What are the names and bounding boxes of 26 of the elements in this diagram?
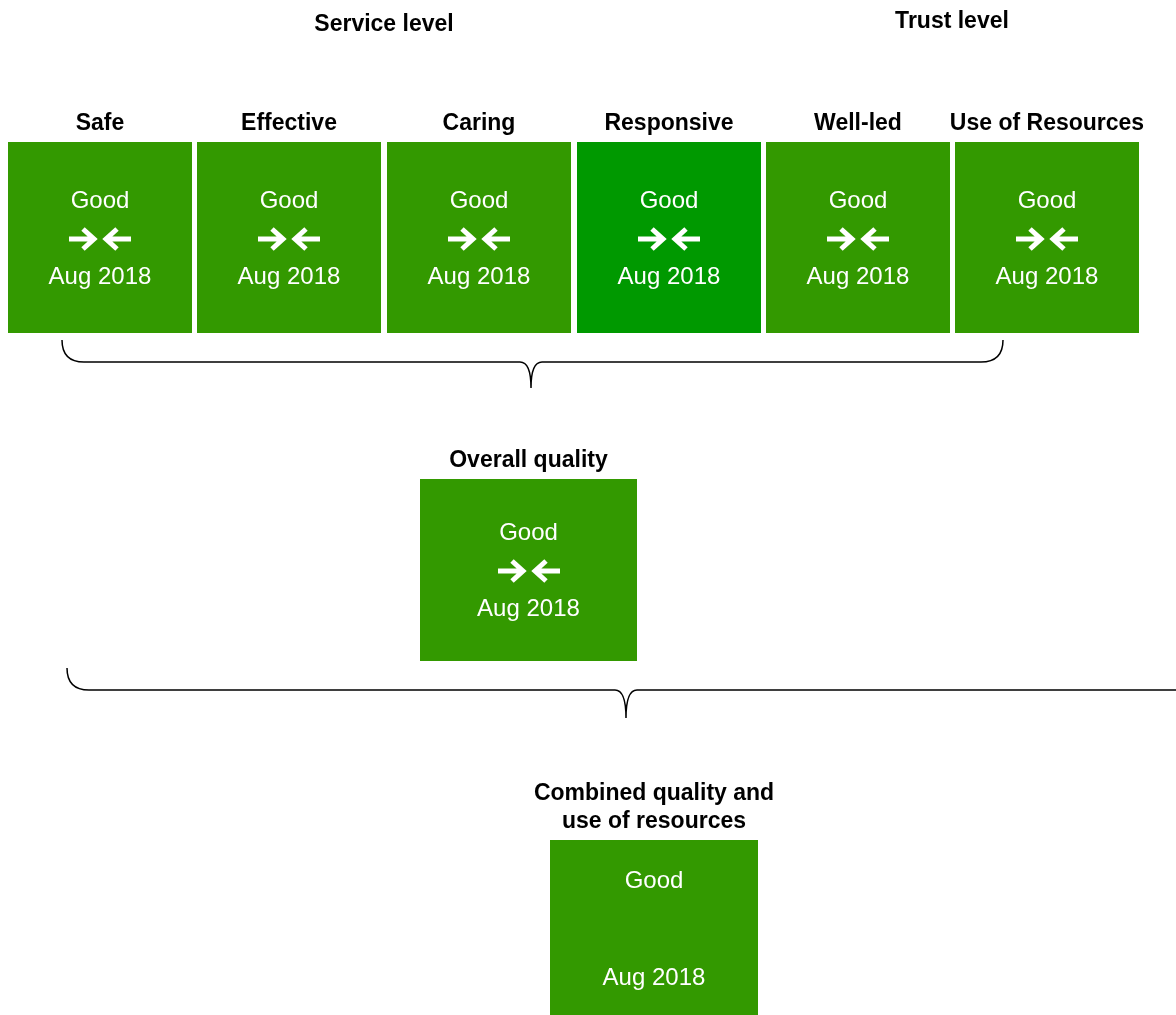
rating-date: Aug 2018 bbox=[616, 261, 722, 290]
rating-heading: Overall quality bbox=[449, 445, 608, 473]
group-heading: Service level bbox=[313, 10, 455, 37]
rating-text: Good bbox=[448, 185, 510, 214]
rating-date: Aug 2018 bbox=[426, 261, 532, 290]
rating-heading: Caring bbox=[442, 108, 516, 136]
rating-date: Aug 2018 bbox=[805, 261, 911, 290]
rating-date: Aug 2018 bbox=[236, 261, 342, 290]
rating-text: Good bbox=[69, 185, 131, 214]
rating-heading: Effective bbox=[241, 108, 337, 136]
rating-date: Aug 2018 bbox=[476, 594, 581, 622]
rating-date: Aug 2018 bbox=[994, 261, 1100, 290]
group-heading: Trust level bbox=[894, 7, 1010, 34]
rating-heading: Safe bbox=[75, 108, 125, 136]
rating-text: Good bbox=[1016, 185, 1078, 214]
rating-date: Aug 2018 bbox=[601, 963, 707, 991]
rating-text: Good bbox=[638, 185, 700, 214]
rating-text: Good bbox=[258, 185, 320, 214]
rating-heading: Use of Resources bbox=[949, 108, 1145, 136]
rating-date: Aug 2018 bbox=[47, 261, 153, 290]
rating-heading: Well-led bbox=[814, 108, 902, 136]
rating-heading: Responsive bbox=[604, 108, 734, 136]
rating-text: Good bbox=[623, 866, 685, 894]
rating-heading: Combined quality and use of resources bbox=[532, 778, 776, 834]
rating-text: Good bbox=[827, 185, 889, 214]
rating-text: Good bbox=[498, 518, 559, 546]
